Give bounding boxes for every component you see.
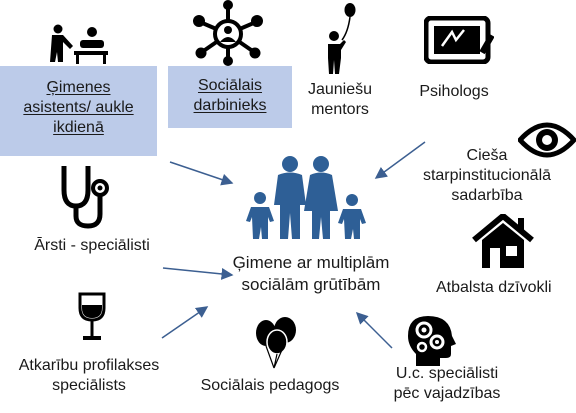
youth-mentors-line2: mentors — [311, 101, 369, 118]
arrow-from-addiction — [161, 306, 209, 339]
arrow-from-doctors — [162, 267, 234, 280]
center-label: Ģimene ar multiplām sociālām grūtībām — [226, 252, 396, 296]
eye-icon — [518, 122, 576, 158]
addiction-prevention-label: Atkarību profilakses speciālists — [4, 356, 174, 396]
interinstitutional-label: Cieša starpinstitucionālā sadarbība — [412, 146, 562, 206]
stethoscope-icon — [61, 166, 109, 229]
psychologist-label: Psihologs — [404, 82, 504, 102]
addiction-prevention-line2: speciālists — [52, 377, 126, 394]
family-assistant-box — [0, 66, 157, 156]
family-assistant-label: Ģimenes asistents/ aukle ikdienā — [0, 78, 157, 138]
center-line2: sociālām grūtībām — [241, 275, 381, 294]
other-specialists-line1: U.c. speciālisti — [395, 365, 499, 382]
interinstitutional-line3: sadarbība — [451, 187, 523, 204]
family-assistant-line1: Ģimenes — [46, 79, 111, 96]
baby-changing-icon — [50, 24, 108, 64]
support-housing-line1: Atbalsta dzīvokli — [436, 279, 552, 296]
monitor-icon — [424, 16, 494, 64]
interinstitutional-line1: Cieša — [466, 147, 508, 164]
support-housing-label: Atbalsta dzīvokli — [436, 278, 576, 298]
youth-mentors-label: Jauniešu mentors — [298, 80, 382, 120]
arrow-from-psychologist — [374, 141, 426, 179]
child-balloon-icon — [328, 3, 356, 74]
family-assistant-line2: asistents/ aukle — [23, 99, 134, 116]
other-specialists-label: U.c. speciālisti pēc vajadzības — [380, 364, 514, 404]
social-worker-line1: Sociālais — [197, 77, 263, 94]
center-line1: Ģimene ar multiplām — [232, 253, 390, 272]
interinstitutional-line2: starpinstitucionālā — [422, 167, 552, 184]
doctors-label: Ārsti - speciālisti — [18, 236, 166, 256]
family-assistant-line3: ikdienā — [53, 119, 104, 136]
wine-glass-icon — [78, 292, 106, 340]
social-worker-line2: darbinieks — [193, 97, 267, 114]
psychologist-line1: Psihologs — [419, 83, 489, 100]
balloons-icon — [256, 317, 296, 369]
head-gears-icon — [408, 316, 456, 366]
youth-mentors-line1: Jauniešu — [307, 81, 373, 98]
arrow-from-other-specialists — [355, 311, 393, 349]
doctors-line1: Ārsti - speciālisti — [34, 237, 150, 254]
social-pedagogue-line1: Sociālais pedagogs — [200, 377, 340, 394]
addiction-prevention-line1: Atkarību profilakses — [18, 357, 160, 374]
social-network-icon — [193, 0, 263, 66]
other-specialists-line2: pēc vajadzības — [393, 385, 501, 402]
family-icon — [246, 156, 366, 239]
social-pedagogue-label: Sociālais pedagogs — [190, 376, 350, 396]
arrow-from-family-assistant — [169, 161, 234, 186]
social-worker-box — [168, 66, 292, 128]
house-icon — [472, 214, 534, 268]
social-worker-label: Sociālais darbinieks — [168, 76, 292, 116]
